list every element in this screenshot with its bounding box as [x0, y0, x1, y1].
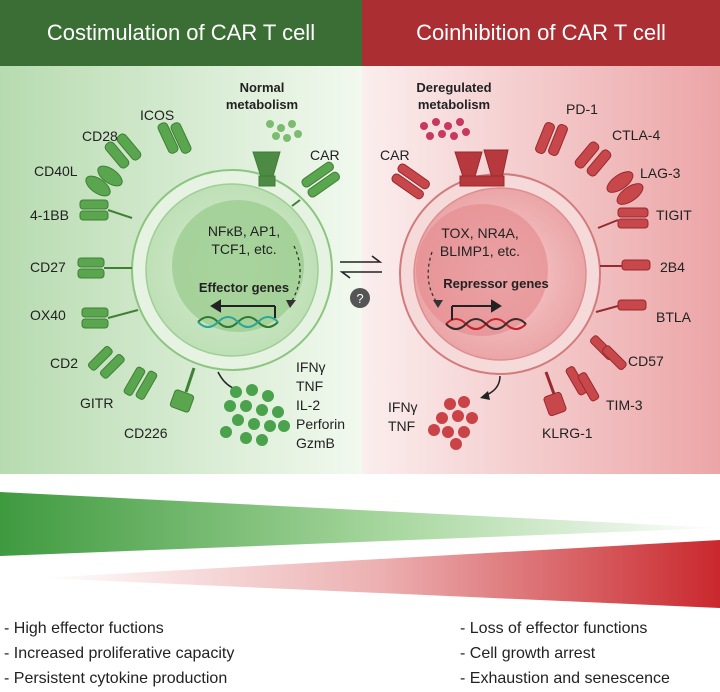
ox40-receptor — [81, 307, 139, 329]
label-gitr: GITR — [80, 395, 113, 411]
label-right-car: CAR — [380, 147, 410, 163]
label-ctla-4: CTLA-4 — [612, 127, 660, 143]
cd57-receptor — [590, 335, 627, 370]
question-mark-icon — [350, 288, 370, 308]
right-car-receptor — [391, 163, 430, 200]
cd40l-receptor — [85, 165, 123, 197]
equilibrium-arrows — [339, 255, 383, 279]
effector-dna-helix — [197, 316, 279, 328]
label-ox40: OX40 — [30, 307, 66, 323]
gitr-receptor — [123, 366, 158, 400]
left-cytokine-balls — [220, 384, 290, 446]
right-tf-line1: TOX, NR4A, — [441, 225, 519, 241]
left-cytokine-tnf: TNF — [296, 378, 323, 394]
coinhibition-gradient-wedge — [40, 540, 720, 608]
normal-metabolism-line1: Normal — [240, 80, 285, 95]
right-cytokine-tnf: TNF — [388, 418, 415, 434]
label-klrg-1: KLRG-1 — [542, 425, 593, 441]
label-pd-1: PD-1 — [566, 101, 598, 117]
label-cd226: CD226 — [124, 425, 168, 441]
header-coinhibition: Coinhibition of CAR T cell — [362, 0, 720, 66]
left-cytokine-ifng: IFNγ — [296, 359, 326, 375]
right-transporter — [454, 149, 509, 187]
left-tf-line2: TCF1, etc. — [211, 241, 276, 257]
effector-genes-label: Effector genes — [199, 280, 289, 295]
left-transporter — [252, 151, 281, 187]
left-cytokine-gzmb: GzmB — [296, 435, 335, 451]
left-bullet-1: - High effector fuctions — [4, 620, 164, 637]
effector-gene-arrow — [210, 299, 276, 318]
ctla-4-receptor — [574, 141, 612, 177]
label-4-1bb: 4-1BB — [30, 207, 69, 223]
label-cd57: CD57 — [628, 353, 664, 369]
left-tf-line1: NFκB, AP1, — [208, 223, 280, 239]
question-mark-text: ? — [356, 291, 363, 306]
left-nucleus — [172, 200, 304, 332]
right-cytokine-balls — [428, 396, 478, 450]
cd2-receptor — [88, 346, 125, 379]
tim-3-receptor — [565, 366, 600, 402]
left-cytokine-il2: IL-2 — [296, 397, 320, 413]
icos-receptor — [157, 122, 192, 154]
klrg-1-receptor — [543, 371, 567, 417]
right-bullet-1: - Loss of effector functions — [460, 620, 648, 637]
label-cd40l: CD40L — [34, 163, 78, 179]
left-bullet-3: - Persistent cytokine production — [4, 670, 228, 687]
gradient-wedges — [0, 492, 720, 608]
header-costimulation: Costimulation of CAR T cell — [0, 0, 362, 66]
left-bullet-2: - Increased proliferative capacity — [4, 645, 235, 662]
btla-receptor — [595, 299, 647, 313]
label-tim-3: TIM-3 — [606, 397, 643, 413]
right-tf-line2: BLIMP1, etc. — [440, 243, 520, 259]
cd27-receptor — [77, 257, 132, 279]
2b4-receptor — [600, 259, 651, 271]
right-car-t-cell — [399, 173, 601, 375]
label-icos: ICOS — [140, 107, 174, 123]
left-car-receptor — [291, 161, 340, 207]
label-lag-3: LAG-3 — [640, 165, 681, 181]
cd28-receptor — [104, 133, 142, 169]
repressor-gene-arrow — [451, 299, 502, 320]
normal-metabolism-dots — [266, 120, 302, 142]
repressor-dna-helix — [445, 318, 527, 330]
left-dashed-arrow — [289, 245, 301, 305]
label-tigit: TIGIT — [656, 207, 692, 223]
costimulation-gradient-wedge — [0, 492, 720, 556]
right-bullet-3: - Exhaustion and senescence — [460, 670, 670, 687]
right-nucleus — [416, 204, 548, 336]
cd226-receptor — [169, 367, 196, 413]
deregulated-metabolism-dots — [420, 118, 470, 140]
4-1bb-receptor — [79, 199, 133, 221]
right-bullet-2: - Cell growth arrest — [460, 645, 596, 662]
right-cytokine-ifng: IFNγ — [388, 399, 418, 415]
header-left-title: Costimulation of CAR T cell — [46, 20, 316, 45]
lag-3-receptor — [606, 171, 644, 205]
car-t-cell-diagram: ? ICOS CD28 CD40L 4-1BB CD27 OX40 CD2 GI… — [0, 66, 720, 474]
tigit-receptor — [597, 207, 649, 229]
deregulated-metabolism-line2: metabolism — [418, 97, 490, 112]
pd-1-receptor — [535, 121, 568, 157]
label-btla: BTLA — [656, 309, 692, 325]
label-cd27: CD27 — [30, 259, 66, 275]
label-2b4: 2B4 — [660, 259, 685, 275]
left-cytokine-perforin: Perforin — [296, 416, 345, 432]
label-cd28: CD28 — [82, 128, 118, 144]
header-right-title: Coinhibition of CAR T cell — [416, 20, 666, 45]
normal-metabolism-line2: metabolism — [226, 97, 298, 112]
label-cd2: CD2 — [50, 355, 78, 371]
deregulated-metabolism-line1: Deregulated — [416, 80, 491, 95]
left-car-t-cell — [131, 169, 333, 371]
label-left-car: CAR — [310, 147, 340, 163]
repressor-genes-label: Repressor genes — [443, 276, 549, 291]
